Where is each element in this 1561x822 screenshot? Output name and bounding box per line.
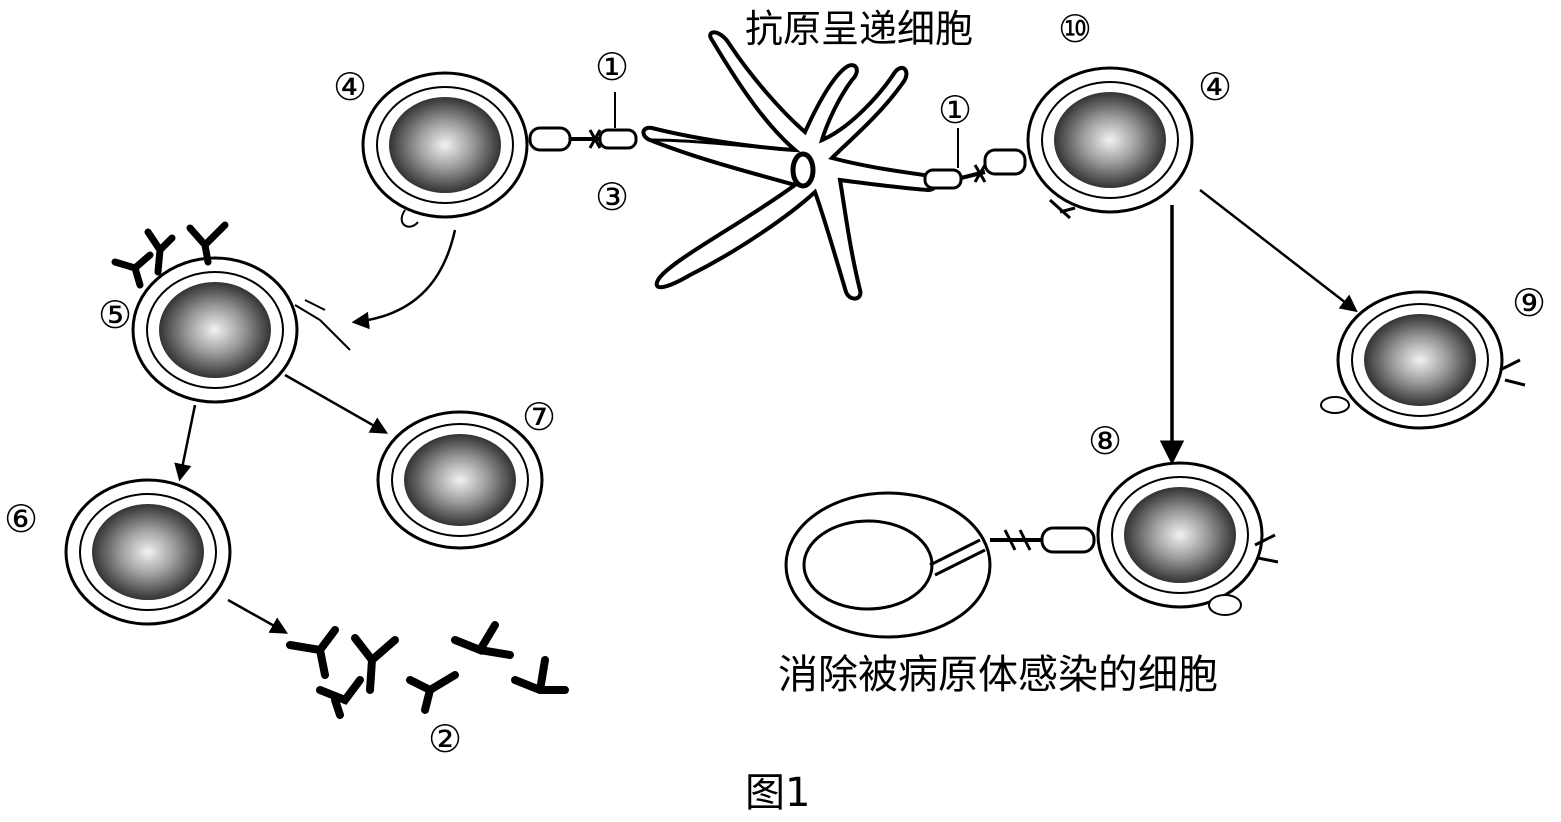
cell-4-left [361, 71, 529, 228]
arrow-4-to-5 [351, 229, 457, 330]
cell-6 [64, 478, 232, 626]
cell-4-right [1026, 66, 1194, 220]
label-9: ⑨ [1512, 281, 1546, 325]
arrow-4-to-9 [1199, 189, 1358, 313]
label-6: ⑥ [4, 497, 38, 541]
label-10: ⑩ [1058, 7, 1092, 51]
arrow-6-to-2 [227, 598, 289, 634]
apc-nucleus [790, 151, 816, 189]
antibodies-on-cell-5 [111, 221, 229, 289]
label-1-right: ① [938, 88, 972, 132]
infected-target-cell [784, 491, 992, 639]
cell-5 [131, 256, 351, 404]
arrow-5-to-6 [174, 404, 197, 482]
label-4-right: ④ [1198, 65, 1232, 109]
eliminate-label: 消除被病原体感染的细胞 [778, 652, 1218, 698]
cell-9 [1320, 290, 1526, 430]
label-2: ② [428, 717, 462, 761]
label-5: ⑤ [98, 293, 132, 337]
apc-label: 抗原呈递细胞 [745, 7, 973, 51]
antigen-presenting-cell [641, 30, 939, 301]
label-1-left: ① [595, 45, 629, 89]
figure-caption: 图1 [745, 770, 810, 816]
receptor-link-left [528, 92, 638, 152]
cell-8 [1096, 461, 1279, 616]
receptor-link-cell-8 [990, 526, 1096, 554]
label-3: ③ [595, 175, 629, 219]
label-7: ⑦ [522, 395, 556, 439]
cell-7 [376, 410, 544, 550]
label-8: ⑧ [1088, 419, 1122, 463]
arrow-5-to-7 [284, 373, 389, 434]
arrows [174, 189, 1358, 634]
receptor-link-right [923, 128, 1027, 190]
free-antibodies [286, 621, 569, 719]
label-4-left: ④ [333, 65, 367, 109]
